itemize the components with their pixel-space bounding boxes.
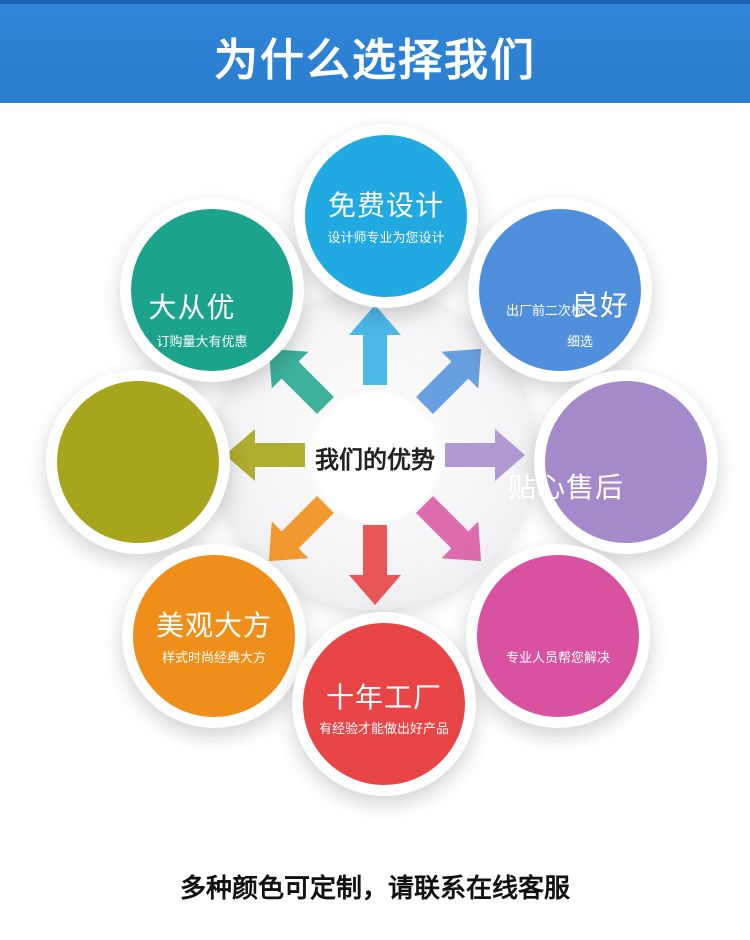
node-title: 大从优 <box>148 291 236 324</box>
page-title: 为什么选择我们 <box>214 35 536 86</box>
node-title: 美观大方 <box>155 609 272 642</box>
arrow-up-right-icon <box>416 348 482 414</box>
arrow-down-icon <box>349 525 401 605</box>
node-subtitle: 出厂前二次检 <box>505 304 584 319</box>
footer-text: 多种颜色可定制，请联系在线客服 <box>179 874 570 904</box>
node-title: 免费设计 <box>327 189 444 222</box>
arrow-left-icon <box>225 429 305 481</box>
node-support: 专业人员帮您解决 <box>466 544 650 728</box>
node-ten-year-factory: 十年工厂 有经验才能做出好产品 <box>292 612 476 796</box>
node-disc <box>133 555 295 717</box>
arrow-up-icon <box>349 305 401 385</box>
center-label: 我们的优势 <box>315 446 435 474</box>
node-olive <box>46 370 230 554</box>
arrow-right-icon <box>445 429 525 481</box>
node-subtitle: 有经验才能做出好产品 <box>318 722 449 737</box>
node-subtitle: 订购量大有优惠 <box>156 335 248 350</box>
node-subtitle: 样式时尚经典大方 <box>161 651 266 666</box>
node-disc <box>545 381 707 543</box>
node-title: 十年工厂 <box>325 681 442 714</box>
node-title: 贴心售后 <box>507 471 624 504</box>
arrow-up-left-icon <box>268 348 334 414</box>
node-disc <box>131 209 293 371</box>
node-free-design: 免费设计 设计师专业为您设计 <box>294 124 478 308</box>
node-elegant: 美观大方 样式时尚经典大方 <box>122 544 306 728</box>
node-disc <box>303 623 465 785</box>
node-title: 良好 <box>570 289 629 322</box>
arrow-down-left-icon <box>268 496 334 562</box>
node-bulk-discount: 大从优 订购量大有优惠 <box>120 198 304 382</box>
node-disc <box>305 135 467 297</box>
node-after-sales: 贴心售后 <box>508 370 718 554</box>
node-good-quality: 良好 出厂前二次检 细选 <box>468 198 652 382</box>
header-bar: 为什么选择我们 <box>0 0 750 103</box>
arrow-down-right-icon <box>416 496 482 562</box>
node-disc <box>57 381 219 543</box>
node-subtitle: 设计师专业为您设计 <box>327 231 445 246</box>
node-disc <box>477 555 639 717</box>
node-disc <box>479 209 641 371</box>
center-disc <box>307 387 443 523</box>
node-subtitle: 专业人员帮您解决 <box>505 651 610 666</box>
node-subtitle-2: 细选 <box>566 335 593 350</box>
